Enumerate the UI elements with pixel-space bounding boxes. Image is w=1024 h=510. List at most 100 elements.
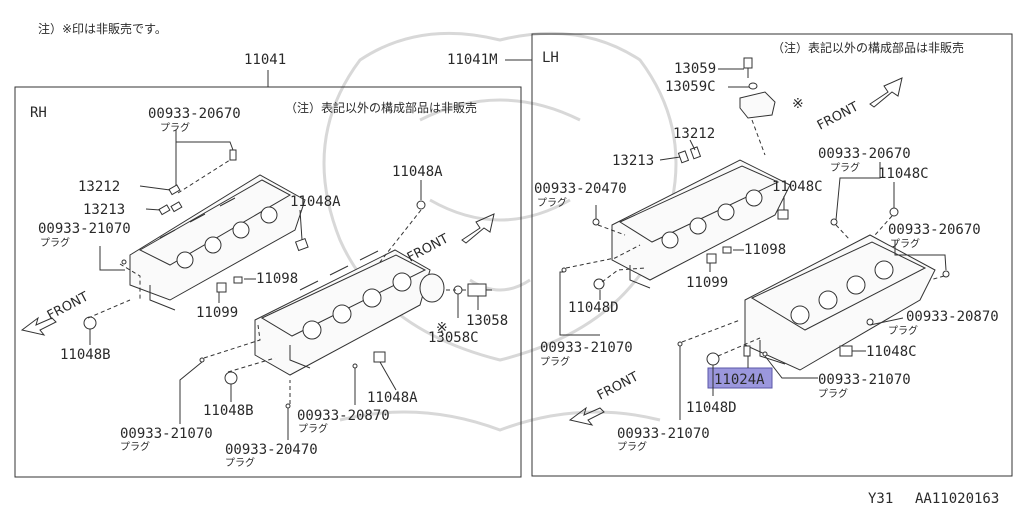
part-11098-rh[interactable] xyxy=(233,276,243,284)
rh-label-plug-20670[interactable]: 00933-20670 xyxy=(148,106,241,122)
rh-label-plug-20670-sub: プラグ xyxy=(160,121,190,134)
lh-panel: 11041M LH （注）表記以外の構成部品は非販売 xyxy=(447,33,1013,477)
washer-13059c-lh[interactable] xyxy=(748,82,758,90)
rh-front-arrow-right: FRONT xyxy=(405,213,495,266)
part-11099-rh[interactable] xyxy=(216,282,227,293)
rh-assembly-number[interactable]: 11041 xyxy=(244,52,286,68)
part-11098-lh[interactable] xyxy=(722,246,732,254)
lh-label-p11048c-right[interactable]: 11048C xyxy=(878,166,929,182)
rh-lower-cylinder-head[interactable] xyxy=(254,249,431,376)
rh-front-arrow-left: FRONT xyxy=(20,289,91,336)
bolt-13059-lh[interactable] xyxy=(743,57,753,69)
rh-label-p11048a-left[interactable]: 11048A xyxy=(290,194,341,210)
rh-label-p11099[interactable]: 11099 xyxy=(196,305,238,321)
lh-label-plug-20670-right[interactable]: 00933-20670 xyxy=(888,222,981,238)
plug-20670-lh[interactable] xyxy=(830,218,838,226)
rh-label-plug-20870-sub: プラグ xyxy=(298,422,328,435)
rh-label-p11048b-left[interactable]: 11048B xyxy=(60,347,111,363)
lh-label-plug-20470-sub: プラグ xyxy=(537,196,567,209)
lh-label-p11098[interactable]: 11098 xyxy=(744,242,786,258)
lh-upper-cylinder-head[interactable] xyxy=(611,159,791,289)
lh-label-plug-20470[interactable]: 00933-20470 xyxy=(534,181,627,197)
rh-note: （注）表記以外の構成部品は非販売 xyxy=(285,100,477,115)
lh-front-arrow-top: FRONT xyxy=(815,77,903,134)
header-note: 注）※印は非販売です。 xyxy=(38,21,167,36)
lh-label-plug-21070-left[interactable]: 00933-21070 xyxy=(540,340,633,356)
plug-11048b-rh-left[interactable] xyxy=(83,316,97,330)
lh-note: （注）表記以外の構成部品は非販売 xyxy=(772,40,964,55)
rh-label-p13212[interactable]: 13212 xyxy=(78,179,120,195)
lh-label-front-bottom: FRONT xyxy=(595,369,641,403)
plug-11048a-rh[interactable] xyxy=(294,237,309,252)
lh-label-p13059c[interactable]: 13059C xyxy=(665,79,716,95)
rh-label-plug-20870[interactable]: 00933-20870 xyxy=(297,408,390,424)
plug-21070-lh-left[interactable] xyxy=(561,267,567,273)
lh-label-p13059[interactable]: 13059 xyxy=(674,61,716,77)
rh-label-plug-21070-bottom-sub: プラグ xyxy=(120,440,150,453)
plug-11048c-lh-bottom[interactable] xyxy=(839,345,853,357)
rh-label-non-sale-mark: ※ xyxy=(436,320,448,336)
plug-21070-rh-top[interactable] xyxy=(121,259,127,265)
lh-label-p11048d-left[interactable]: 11048D xyxy=(568,300,619,316)
lh-label-p11099[interactable]: 11099 xyxy=(686,275,728,291)
lh-label-p13212[interactable]: 13212 xyxy=(673,126,715,142)
rh-upper-cylinder-head[interactable] xyxy=(129,174,306,311)
plug-11048c-lh-right[interactable] xyxy=(889,207,899,217)
lh-label-p11024a[interactable]: 11024A xyxy=(714,372,765,388)
lh-assembly-number[interactable]: 11041M xyxy=(447,52,498,68)
bolt-13058-rh[interactable] xyxy=(467,283,487,297)
lh-label-p11048c-mid[interactable]: 11048C xyxy=(772,179,823,195)
plug-11048a-rh-top[interactable] xyxy=(416,200,426,210)
plug-21070-rh-bottom[interactable] xyxy=(199,357,205,363)
plug-20470-rh[interactable] xyxy=(285,403,291,409)
lh-label-plug-20870[interactable]: 00933-20870 xyxy=(906,309,999,325)
plug-20670-lh-right[interactable] xyxy=(942,270,950,278)
lh-label-p11048c-bottom[interactable]: 11048C xyxy=(866,344,917,360)
lh-lower-cylinder-head[interactable] xyxy=(744,234,936,371)
plug-11048b-rh-bottom[interactable] xyxy=(224,371,238,385)
highlight-11024a[interactable] xyxy=(707,367,773,389)
part-13212-rh[interactable] xyxy=(168,184,181,196)
rh-panel: 11041 RH （注）表記以外の構成部品は非販売 xyxy=(14,52,522,478)
footer-model: Y31 xyxy=(868,491,893,507)
plug-11048d-lh[interactable] xyxy=(593,278,605,290)
plug-20470-lh[interactable] xyxy=(592,218,600,226)
plug-21070-lh-bottom[interactable] xyxy=(677,341,683,347)
lh-label-plug-20670-sub: プラグ xyxy=(830,161,860,174)
lh-label-plug-20670-right-sub: プラグ xyxy=(890,237,920,250)
part-13213-lh[interactable] xyxy=(677,150,690,164)
plug-20870-rh[interactable] xyxy=(352,363,358,369)
rh-label-p11048a-bottom[interactable]: 11048A xyxy=(367,390,418,406)
part-11099-lh[interactable] xyxy=(706,253,717,264)
rh-label-p11048a-right[interactable]: 11048A xyxy=(392,164,443,180)
lh-label-plug-21070-bottom[interactable]: 00933-21070 xyxy=(617,426,710,442)
lh-label-plug-21070-right[interactable]: 00933-21070 xyxy=(818,372,911,388)
lh-label-front-top: FRONT xyxy=(815,99,861,133)
cam-bracket-13058c-rh[interactable] xyxy=(419,273,445,303)
plug-11048d-lh-bottom[interactable] xyxy=(706,352,720,366)
rh-label-plug-20470[interactable]: 00933-20470 xyxy=(225,442,318,458)
part-13213-rh-b[interactable] xyxy=(170,201,183,213)
plug-20670-rh[interactable] xyxy=(229,149,237,161)
part-13212-lh[interactable] xyxy=(689,146,702,160)
rh-label-p13058[interactable]: 13058 xyxy=(466,313,508,329)
lh-label-plug-20670[interactable]: 00933-20670 xyxy=(818,146,911,162)
lh-label-p13213[interactable]: 13213 xyxy=(612,153,654,169)
plug-11048a-rh-bottom[interactable] xyxy=(373,351,386,363)
lh-label-p11048d-bottom[interactable]: 11048D xyxy=(686,400,737,416)
lh-front-arrow-bottom: FRONT xyxy=(568,369,641,426)
rh-label-plug-21070-bottom[interactable]: 00933-21070 xyxy=(120,426,213,442)
rh-label-p11098[interactable]: 11098 xyxy=(256,271,298,287)
rh-label-p13213[interactable]: 13213 xyxy=(83,202,125,218)
part-11024a-lh[interactable] xyxy=(743,345,751,357)
rh-leader-lines xyxy=(87,130,479,440)
plug-11048c-lh-mid[interactable] xyxy=(777,209,789,220)
cam-bracket-lh[interactable] xyxy=(739,91,776,119)
rh-label-p11048b-bottom[interactable]: 11048B xyxy=(203,403,254,419)
rh-label-plug-21070-top-sub: プラグ xyxy=(40,236,70,249)
rh-label-p13058c[interactable]: 13058C xyxy=(428,330,479,346)
rh-label-plug-21070-top[interactable]: 00933-21070 xyxy=(38,221,131,237)
rh-label-front-right: FRONT xyxy=(405,231,451,265)
plug-21070-lh-right[interactable] xyxy=(762,351,768,357)
part-13213-rh-a[interactable] xyxy=(158,204,171,216)
